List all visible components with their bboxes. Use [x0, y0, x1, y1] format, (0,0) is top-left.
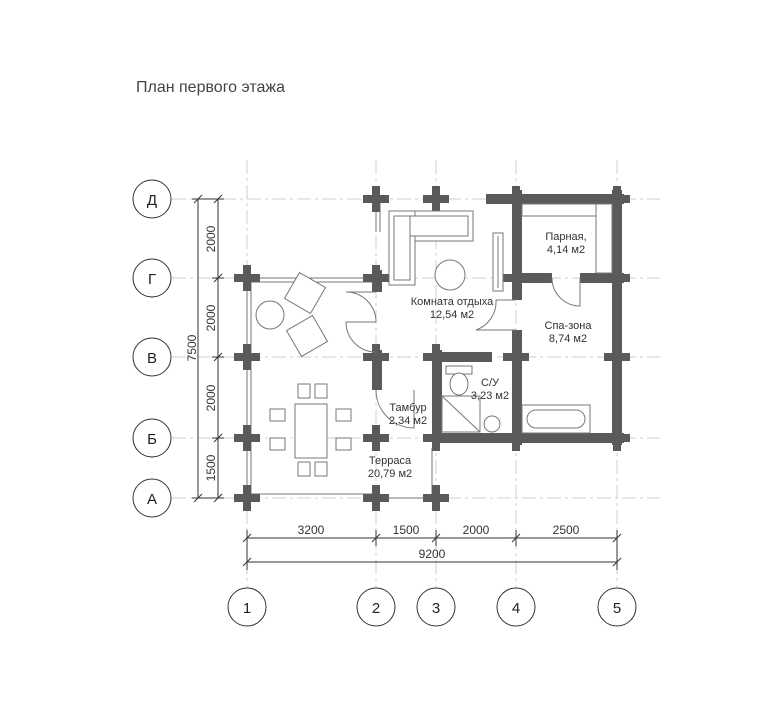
dim-horizontal-2: 1500 — [393, 523, 420, 537]
dim-vertical-2: 2000 — [204, 304, 218, 331]
log-corner-v — [372, 265, 380, 291]
log-corner-v — [372, 186, 380, 212]
room-labels: Парная, 4,14 м2 Комната отдыха 12,54 м2 … — [368, 231, 592, 480]
axis-label-4: 4 — [512, 600, 520, 617]
axis-label-a: А — [147, 491, 157, 508]
room-tambur-name: Тамбур — [389, 402, 426, 414]
log-corner-v — [372, 485, 380, 511]
dim-horizontal-total: 9200 — [419, 547, 446, 561]
log-corner-v — [613, 425, 621, 451]
axis-circle-3 — [416, 587, 456, 627]
axis-label-5: 5 — [613, 600, 621, 617]
axis-label-v: В — [147, 350, 157, 367]
log-corner-v — [432, 425, 440, 451]
dim-horizontal-1: 3200 — [298, 523, 325, 537]
doors — [345, 277, 581, 429]
dim-horizontal-4: 2500 — [553, 523, 580, 537]
dim-horizontal-3: 2000 — [463, 523, 490, 537]
room-terrasa-area: 20,79 м2 — [368, 468, 412, 480]
axis-circle-g — [132, 258, 172, 298]
dim-vertical-4: 1500 — [204, 454, 218, 481]
plan-title: План первого этажа — [136, 79, 285, 96]
log-corner-v — [613, 186, 621, 212]
axis-label-3: 3 — [432, 600, 440, 617]
log-corner-v — [432, 344, 440, 370]
room-spa-area: 8,74 м2 — [549, 333, 587, 345]
axis-circle-v — [132, 337, 172, 377]
log-corner-v — [512, 186, 520, 212]
log-corners — [234, 186, 630, 511]
room-tambur-area: 2,34 м2 — [389, 415, 427, 427]
log-corner-v — [432, 186, 440, 212]
dim-vertical-3: 2000 — [204, 384, 218, 411]
row-axis-markers: Д Г В Б А — [132, 179, 172, 518]
axis-label-d: Д — [147, 192, 157, 209]
room-su-name: С/У — [481, 377, 500, 389]
horizontal-dimension-chain: 3200 1500 2000 2500 9200 — [242, 523, 622, 570]
room-spa-name: Спа-зона — [545, 320, 593, 332]
log-corner-v — [243, 265, 251, 291]
log-corner-v — [613, 344, 621, 370]
dim-vertical-total: 7500 — [185, 334, 199, 361]
dim-vertical-1: 2000 — [204, 225, 218, 252]
log-corner-v — [512, 265, 520, 291]
log-corner-v — [243, 485, 251, 511]
column-axis-markers: 1 2 3 4 5 — [227, 587, 637, 627]
axis-circle-b — [132, 418, 172, 458]
room-komnata-name: Комната отдыха — [411, 296, 494, 308]
axis-circle-4 — [496, 587, 536, 627]
axis-circle-2 — [356, 587, 396, 627]
log-corner-v — [372, 344, 380, 370]
axis-circle-1 — [227, 587, 267, 627]
armchair-1 — [283, 271, 327, 315]
log-corner-v — [372, 425, 380, 451]
sink — [483, 415, 501, 433]
room-su-area: 3,23 м2 — [471, 390, 509, 402]
log-corner-v — [512, 344, 520, 370]
terrace-round-table — [255, 300, 285, 330]
axis-label-b: Б — [147, 431, 157, 448]
axis-circle-d — [132, 179, 172, 219]
room-terrasa-name: Терраса — [369, 455, 412, 467]
log-corner-v — [243, 344, 251, 370]
room-parnaya-area: 4,14 м2 — [547, 244, 585, 256]
furniture — [255, 203, 613, 477]
room-parnaya-name: Парная, — [545, 231, 586, 243]
log-corner-v — [432, 485, 440, 511]
axis-circle-5 — [597, 587, 637, 627]
axis-circle-a — [132, 478, 172, 518]
vertical-dimension-chain: 7500 2000 2000 2000 1500 — [185, 194, 224, 503]
room-komnata-area: 12,54 м2 — [430, 309, 474, 321]
axis-label-2: 2 — [372, 600, 380, 617]
log-corner-v — [613, 265, 621, 291]
log-corner-v — [243, 425, 251, 451]
axis-label-1: 1 — [243, 600, 251, 617]
lounge-table — [434, 259, 466, 291]
armchair-2 — [285, 314, 329, 358]
log-corner-v — [512, 425, 520, 451]
dining-table — [294, 403, 328, 459]
axis-label-g: Г — [148, 271, 156, 288]
